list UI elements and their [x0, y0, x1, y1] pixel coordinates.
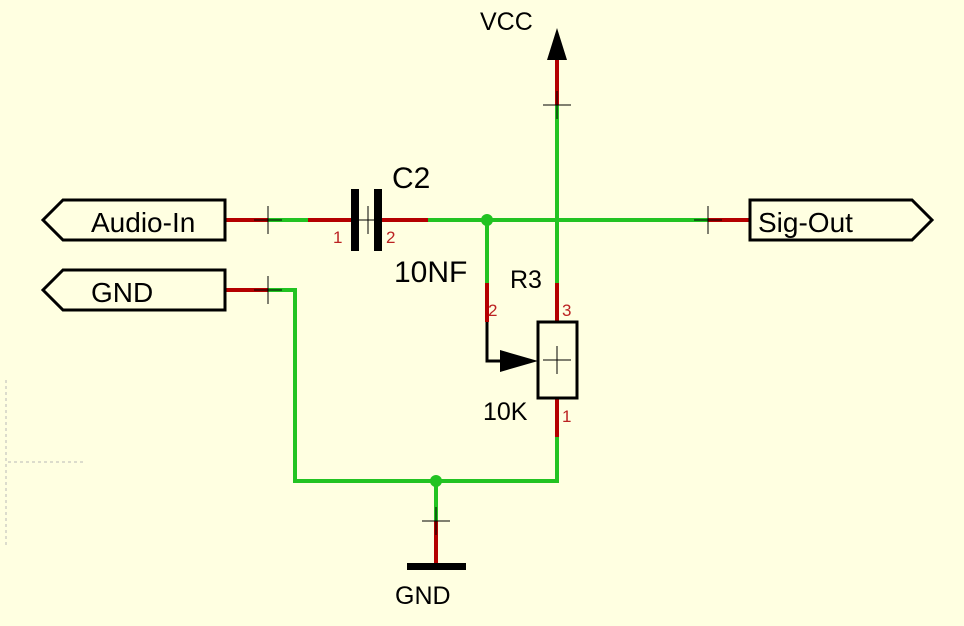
- vcc-symbol[interactable]: VCC: [480, 8, 567, 60]
- capacitor-ref: C2: [392, 162, 430, 195]
- capacitor-pin-1: 1: [333, 228, 342, 247]
- potentiometer-ref: R3: [510, 266, 542, 294]
- potentiometer-value: 10K: [483, 398, 528, 426]
- potentiometer-pin-1: 1: [562, 407, 571, 426]
- capacitor-value: 10NF: [394, 256, 467, 289]
- port-audio-in-label: Audio-In: [91, 207, 195, 238]
- port-gnd[interactable]: GND: [40, 268, 227, 312]
- port-audio-in[interactable]: Audio-In: [40, 198, 227, 242]
- pin-crosses: [254, 91, 722, 535]
- gnd-symbol[interactable]: GND: [395, 563, 466, 610]
- potentiometer-pin-2: 2: [488, 301, 497, 320]
- capacitor-pin-2: 2: [386, 228, 395, 247]
- port-sig-out-label: Sig-Out: [758, 207, 853, 238]
- junction-dot-top: [481, 214, 493, 226]
- junction-dot-bottom: [430, 475, 442, 487]
- wires: [266, 103, 710, 523]
- vcc-label: VCC: [480, 8, 533, 36]
- ground-bar-icon: [407, 563, 466, 570]
- wiper-arrow-icon: [500, 350, 538, 372]
- capacitor-c2[interactable]: C2 10NF 1 2: [333, 162, 467, 289]
- wire-gnd-loop: [266, 288, 559, 483]
- port-sig-out[interactable]: Sig-Out: [748, 198, 935, 242]
- port-gnd-label: GND: [91, 277, 153, 308]
- potentiometer-r3[interactable]: R3 10K 2 3 1: [483, 266, 579, 426]
- vcc-arrow-icon: [547, 28, 567, 60]
- potentiometer-pin-3: 3: [562, 301, 571, 320]
- gnd-label: GND: [395, 582, 451, 610]
